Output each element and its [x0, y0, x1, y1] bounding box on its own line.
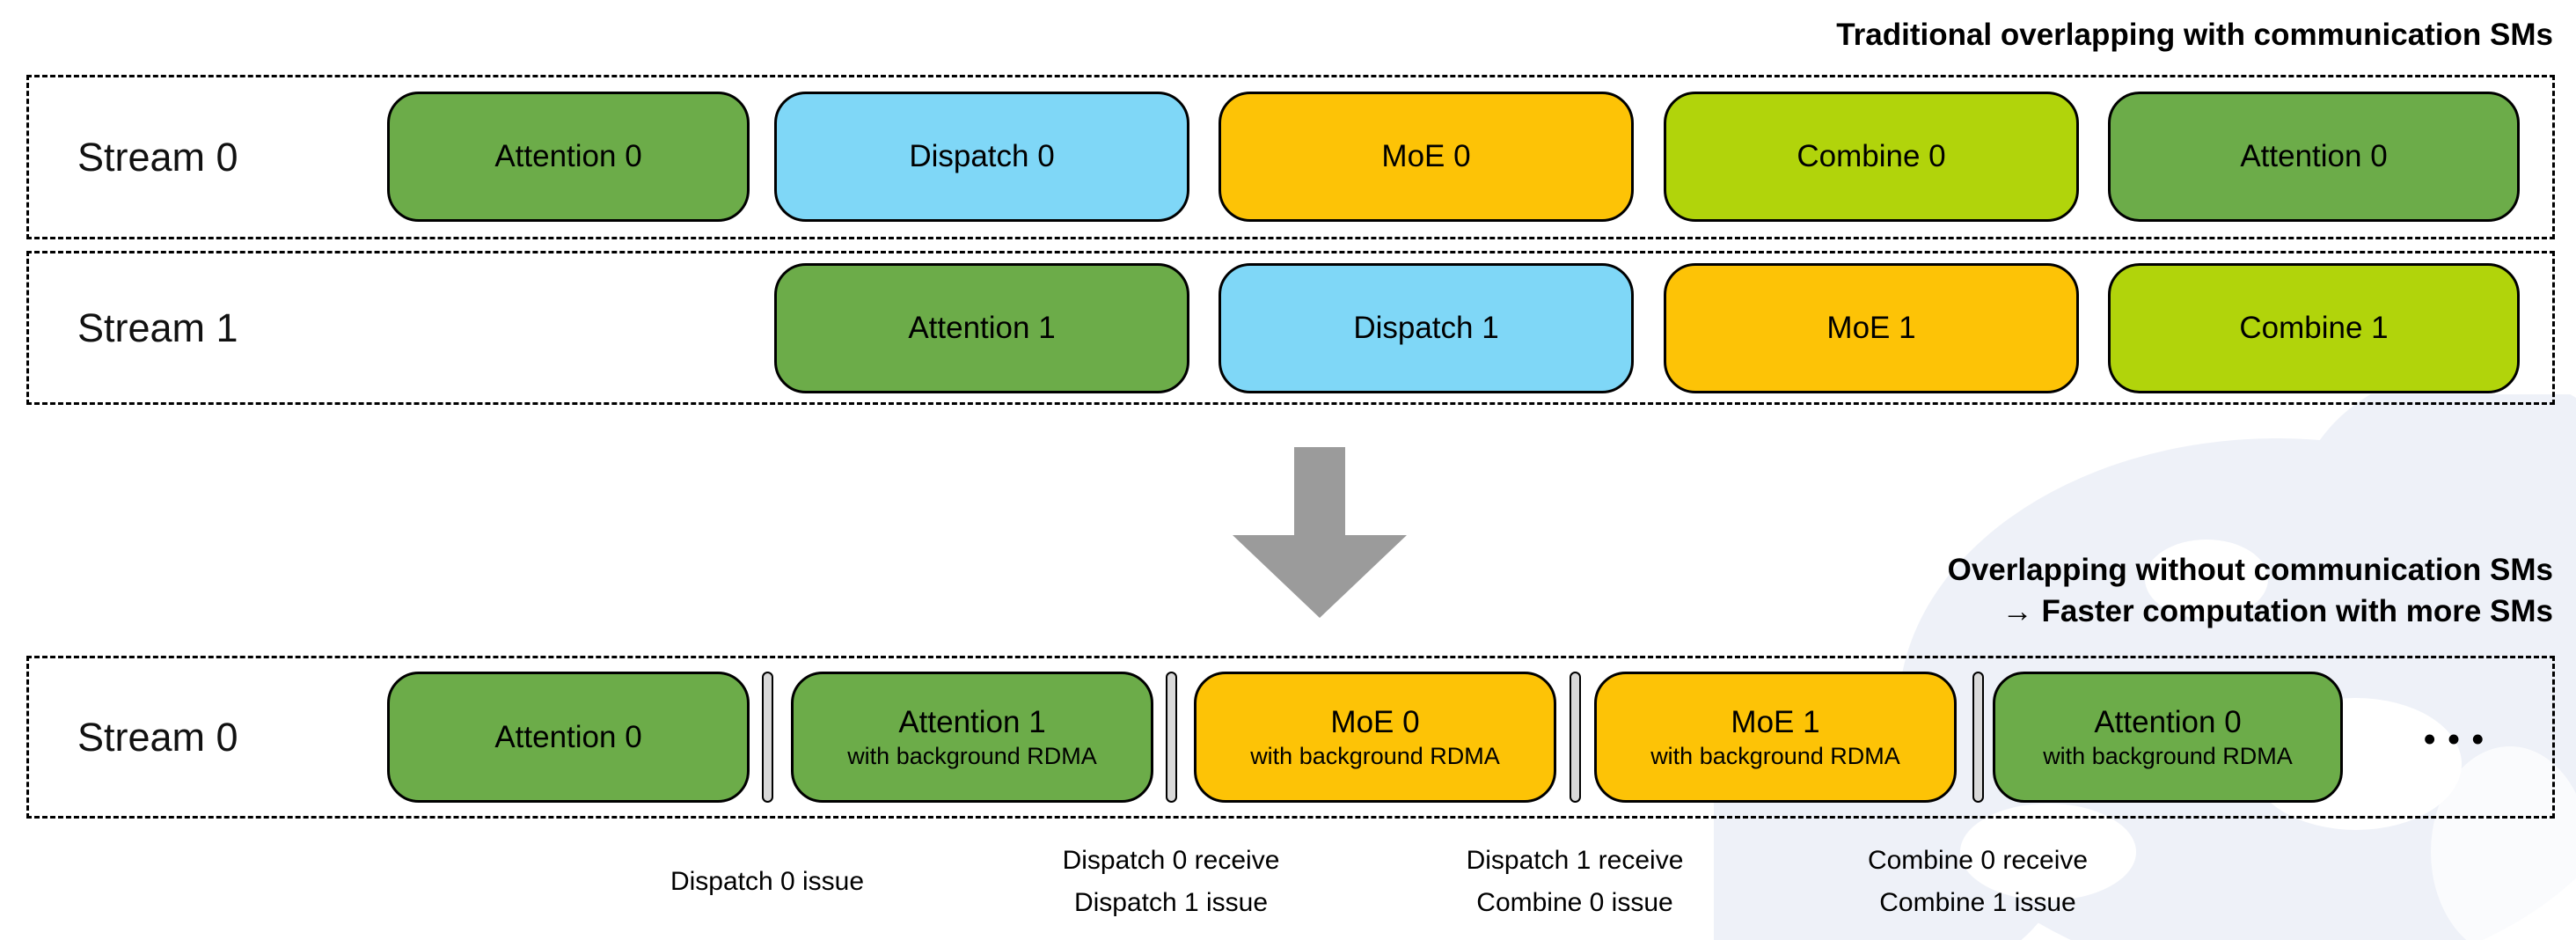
sync-annotation-line: Dispatch 0 issue	[670, 867, 865, 896]
block-label: MoE 0	[1330, 704, 1420, 739]
timeline-block-attention-1: Attention 1 with background RDMA	[791, 672, 1153, 803]
block-label: Attention 1	[898, 704, 1046, 739]
block-label: MoE 0	[1381, 139, 1471, 173]
timeline-block-dispatch-1: Dispatch 1	[1218, 263, 1634, 393]
stream-1-box-traditional: Stream 1	[26, 251, 2555, 405]
sync-annotation-line: Dispatch 1 receive	[1466, 846, 1684, 875]
block-label: Attention 0	[2240, 139, 2388, 173]
sync-annotation-line: Combine 0 issue	[1476, 888, 1673, 917]
timeline-block-moe-0: MoE 0 with background RDMA	[1194, 672, 1556, 803]
timeline-block-attention-0: Attention 0	[2108, 92, 2520, 222]
block-subtitle: with background RDMA	[1650, 742, 1900, 769]
block-label: Combine 1	[2239, 311, 2389, 345]
sync-annotation-line: Combine 0 receive	[1867, 846, 2089, 875]
timeline-block-attention-0: Attention 0	[387, 672, 750, 803]
sync-separator	[1570, 672, 1581, 803]
sync-separator	[1972, 672, 1984, 803]
block-label: Dispatch 0	[909, 139, 1055, 173]
block-label: Dispatch 1	[1353, 311, 1499, 345]
timeline-block-dispatch-0: Dispatch 0	[774, 92, 1189, 222]
block-label: MoE 1	[1731, 704, 1820, 739]
stream-0-label: Stream 0	[77, 134, 238, 180]
sync-separator	[762, 672, 773, 803]
timeline-block-moe-1: MoE 1 with background RDMA	[1594, 672, 1957, 803]
sync-annotation-line: Dispatch 0 receive	[1062, 846, 1280, 875]
block-subtitle: with background RDMA	[847, 742, 1097, 769]
block-subtitle: with background RDMA	[2043, 742, 2293, 769]
stream-0-box-traditional: Stream 0	[26, 75, 2555, 239]
timeline-block-moe-1: MoE 1	[1664, 263, 2079, 393]
block-label: Combine 0	[1797, 139, 1946, 173]
block-label: Attention 0	[494, 139, 642, 173]
block-label: MoE 1	[1826, 311, 1916, 345]
block-label: Attention 0	[2094, 704, 2242, 739]
stream-0-bottom-label: Stream 0	[77, 714, 238, 760]
sync-annotation-line: Dispatch 1 issue	[1073, 888, 1269, 917]
timeline-block-moe-0: MoE 0	[1218, 92, 1634, 222]
block-label: Attention 0	[494, 719, 642, 754]
title-traditional-overlapping: Traditional overlapping with communicati…	[1836, 18, 2553, 52]
sync-separator	[1166, 672, 1177, 803]
block-subtitle: with background RDMA	[1250, 742, 1500, 769]
timeline-block-attention-0: Attention 0	[387, 92, 750, 222]
sync-annotation: Dispatch 0 issue	[670, 838, 864, 926]
block-label: Attention 1	[908, 311, 1056, 345]
continuation-ellipsis: •••	[2424, 721, 2496, 759]
timeline-block-attention-1: Attention 1	[774, 263, 1189, 393]
timeline-block-attention-0: Attention 0 with background RDMA	[1993, 672, 2343, 803]
stream-1-label: Stream 1	[77, 305, 238, 350]
timeline-block-combine-1: Combine 1	[2108, 263, 2520, 393]
timeline-block-combine-0: Combine 0	[1664, 92, 2079, 222]
sync-annotation-line: Combine 1 issue	[1879, 888, 2076, 917]
